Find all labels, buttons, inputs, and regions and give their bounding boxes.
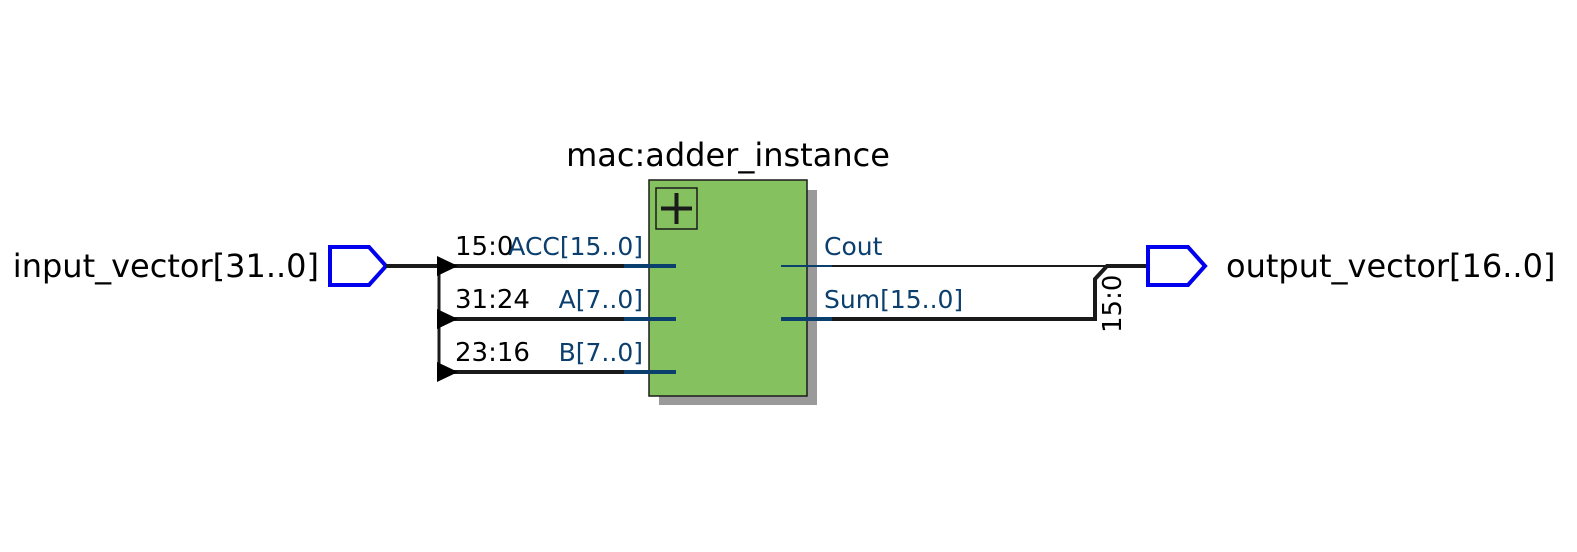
pin-label-a: A[7..0] — [559, 285, 643, 314]
plus-icon[interactable] — [655, 187, 698, 230]
slice-label-acc: 15:0 — [455, 232, 513, 262]
pin-label-b: B[7..0] — [559, 338, 643, 367]
output-port[interactable]: output_vector[16..0] — [1146, 245, 1555, 287]
instance-block[interactable]: mac:adder_instance — [566, 136, 890, 405]
pin-label-acc: ACC[15..0] — [508, 232, 643, 261]
output-port-shape[interactable] — [1146, 245, 1208, 287]
instance-body[interactable] — [648, 179, 808, 397]
pin-label-sum: Sum[15..0] — [824, 285, 963, 314]
ripper-arrow-b — [437, 362, 458, 382]
ripper-arrow-a — [437, 309, 458, 329]
input-port-label: input_vector[31..0] — [13, 247, 319, 285]
input-bus — [386, 264, 624, 374]
input-port-shape[interactable] — [328, 245, 389, 287]
bus-rippers — [437, 256, 458, 382]
output-slice-label: 15:0 — [1098, 275, 1128, 333]
slice-label-a: 31:24 — [455, 285, 530, 315]
input-pins — [624, 264, 676, 374]
slice-label-b: 23:16 — [455, 338, 530, 368]
wire-sum — [832, 264, 1148, 321]
pin-label-cout: Cout — [824, 232, 883, 261]
input-port[interactable]: input_vector[31..0] — [13, 245, 389, 287]
ripper-arrow-acc — [437, 256, 458, 276]
output-pins — [781, 265, 832, 321]
output-port-label: output_vector[16..0] — [1226, 247, 1555, 285]
instance-title: mac:adder_instance — [566, 136, 890, 174]
output-bus — [832, 264, 1148, 321]
